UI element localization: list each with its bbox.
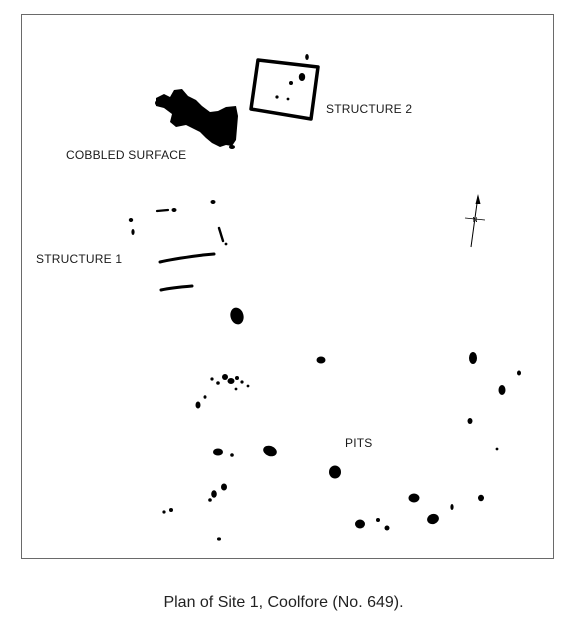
site-plan-frame	[21, 14, 554, 559]
cobbled-surface-area	[155, 89, 238, 149]
label-structure-2: STRUCTURE 2	[326, 102, 413, 116]
structure-2-outline	[249, 54, 320, 121]
label-cobbled-surface: COBBLED SURFACE	[66, 148, 187, 162]
label-pits: PITS	[345, 436, 373, 450]
pit-features	[162, 307, 521, 541]
figure-caption: Plan of Site 1, Coolfore (No. 649).	[163, 594, 404, 611]
north-arrow-label: N	[472, 217, 477, 224]
north-arrow-icon: N	[464, 194, 486, 248]
label-structure-1: STRUCTURE 1	[36, 252, 123, 266]
structure-1-features	[128, 200, 228, 292]
